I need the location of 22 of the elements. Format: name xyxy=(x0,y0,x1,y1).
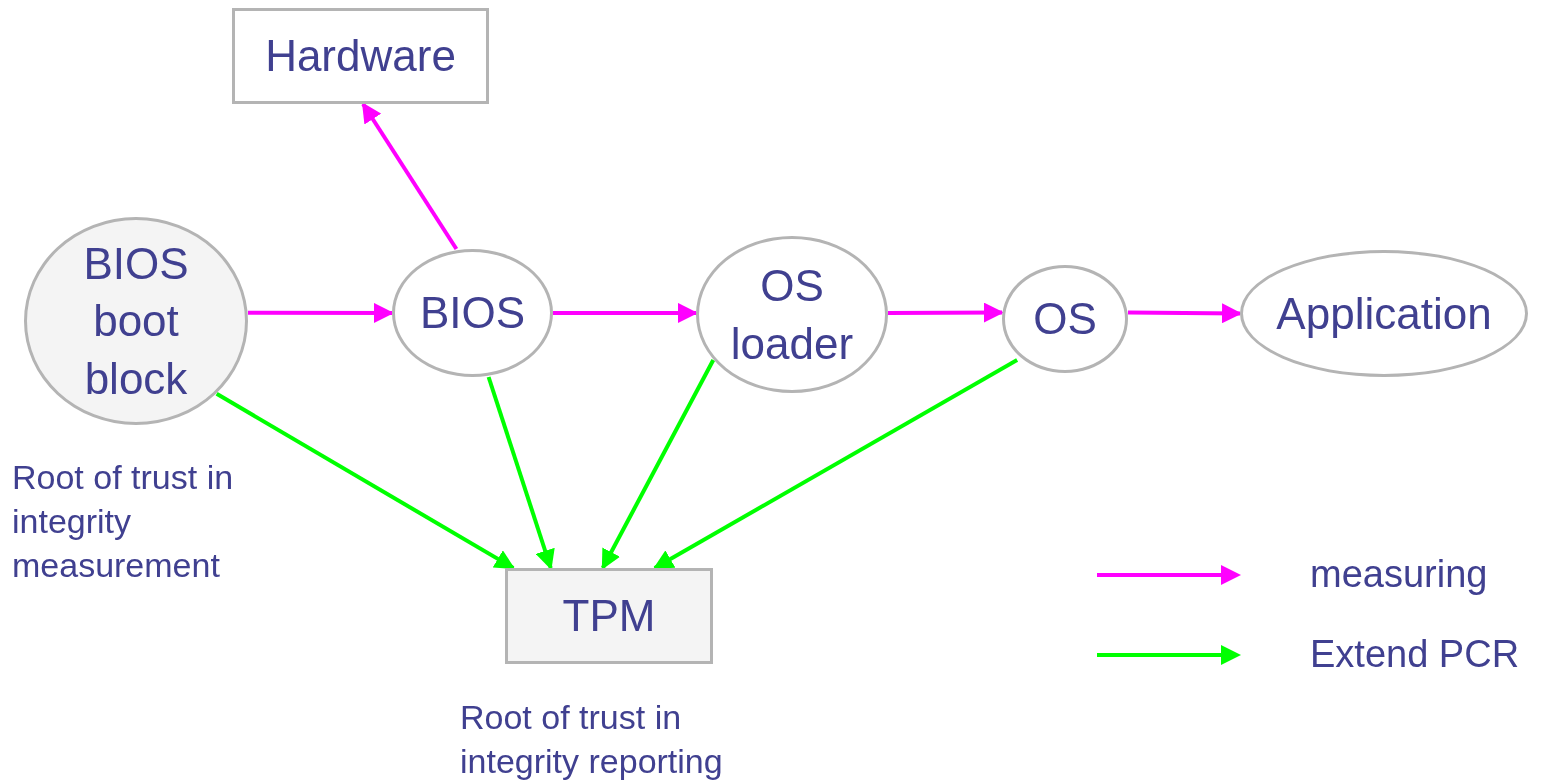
process-box xyxy=(232,8,489,104)
process-box xyxy=(505,568,713,664)
node-label: OS loader xyxy=(729,260,855,370)
arrow xyxy=(215,392,516,570)
node-label: BIOS xyxy=(419,287,526,340)
arrow xyxy=(888,302,1004,323)
annotation-text: Root of trust in integrity reporting xyxy=(460,697,724,780)
node-label: Application xyxy=(1276,287,1492,340)
arrow xyxy=(1127,303,1242,324)
legend-label: Extend PCR xyxy=(1310,635,1520,673)
node-label: OS xyxy=(1033,293,1097,346)
node-label: TPM xyxy=(562,590,656,643)
arrow xyxy=(361,102,459,251)
annotation-text: Root of trust in integrity measurement xyxy=(12,457,235,587)
arrow xyxy=(486,376,555,570)
legend-label: measuring xyxy=(1310,555,1488,593)
arrow xyxy=(248,302,394,323)
arrow xyxy=(553,302,698,323)
arrow xyxy=(653,358,1019,570)
arrow xyxy=(601,359,716,570)
node-label: BIOS boot block xyxy=(82,238,190,405)
node-label: Hardware xyxy=(265,30,456,83)
